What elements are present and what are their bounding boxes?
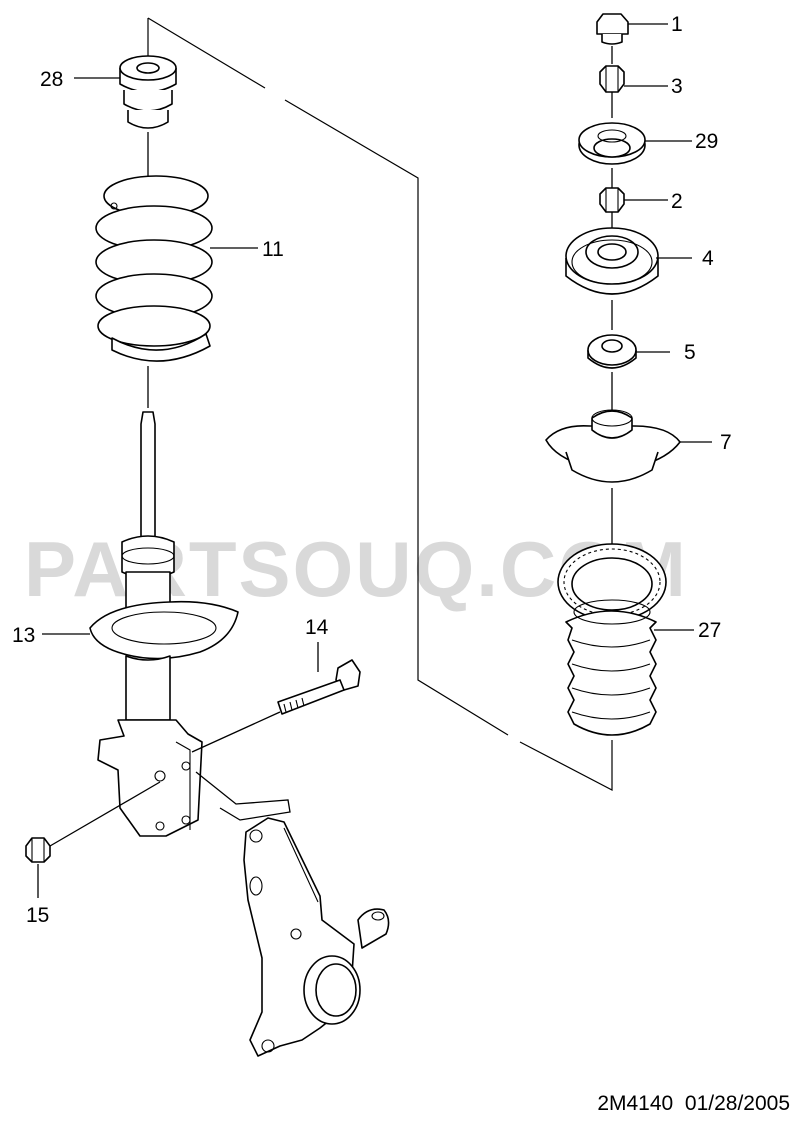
part-strut-13	[89, 411, 239, 837]
callout-29: 29	[695, 130, 718, 153]
callout-27: 27	[698, 619, 721, 642]
part-bump-stop-28	[119, 55, 177, 196]
callout-4: 4	[702, 247, 714, 270]
part-bolt-14	[277, 642, 361, 715]
callout-15: 15	[26, 904, 49, 927]
callout-7: 7	[720, 431, 732, 454]
callout-1: 1	[671, 13, 683, 36]
callout-5: 5	[684, 341, 696, 364]
exploded-view-guide	[147, 17, 613, 791]
callout-13: 13	[12, 624, 35, 647]
part-coil-spring-11	[95, 175, 213, 362]
part-mount-4	[565, 227, 659, 330]
callout-14: 14	[305, 616, 329, 639]
part-bolt-1	[596, 13, 629, 64]
part-nut-2	[599, 187, 625, 228]
drawing-code: 2M4140	[597, 1092, 674, 1115]
part-spring-seat-7	[545, 409, 681, 548]
drawing-footer: 2M4140 01/28/2005	[520, 1092, 790, 1116]
drawing-date: 01/28/2005	[684, 1092, 790, 1115]
part-washer-29	[578, 122, 646, 188]
part-steering-knuckle	[195, 771, 390, 1057]
part-nut-3	[599, 65, 625, 118]
part-dust-boot-27	[557, 543, 667, 736]
part-nut-15	[25, 837, 51, 898]
callout-28: 28	[40, 68, 63, 91]
callout-11: 11	[262, 238, 284, 261]
callout-2: 2	[671, 190, 683, 213]
callout-3: 3	[671, 75, 683, 98]
part-bearing-5	[587, 334, 637, 410]
